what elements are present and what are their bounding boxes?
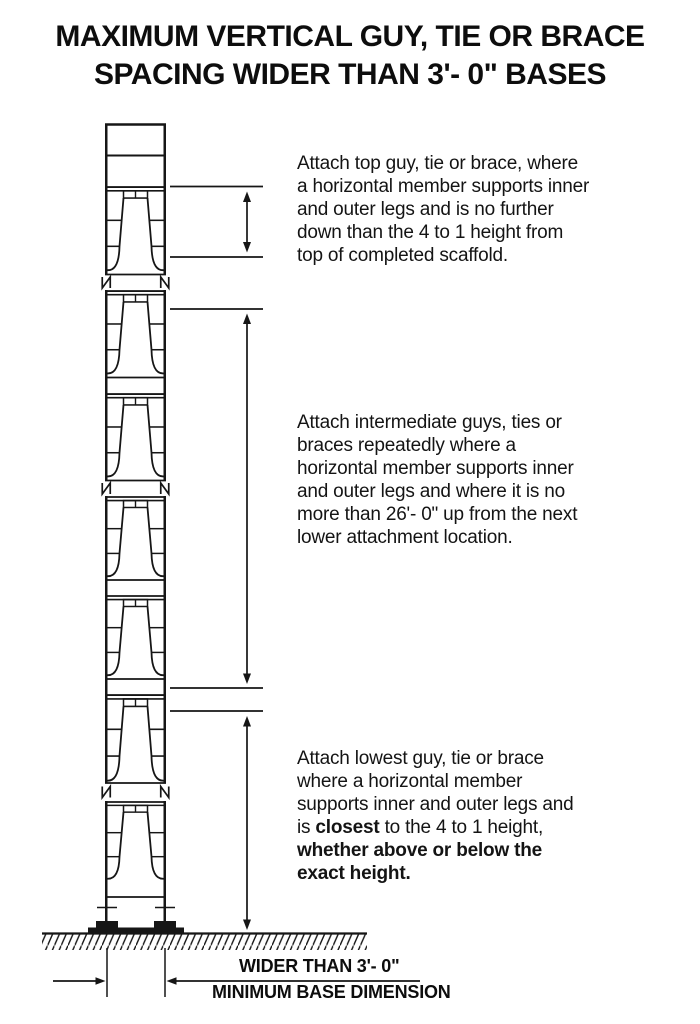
frame-module [105, 694, 166, 782]
page-title-line-1: MAXIMUM VERTICAL GUY, TIE OR BRACE [55, 20, 645, 53]
frame-module [105, 186, 166, 272]
frame-module [105, 595, 166, 677]
coupling-break-marks [101, 274, 170, 801]
base-dimension-label: WIDER THAN 3'- 0" [239, 956, 400, 976]
spacing-arrow-intermediate [243, 313, 251, 684]
ground [42, 932, 367, 950]
base-dimension-witness-lines [106, 948, 166, 997]
mudsill [88, 927, 184, 934]
page-title-line-2: SPACING WIDER THAN 3'- 0" BASES [93, 58, 607, 91]
frame-module [105, 801, 166, 880]
spacing-arrow-top [243, 191, 251, 253]
spacing-arrow-lowest [243, 716, 251, 930]
ground-hatching [42, 934, 367, 950]
minimum-base-dimension-label: MINIMUM BASE DIMENSION [212, 982, 451, 1002]
tower-leg-rails [105, 123, 166, 922]
attachment-extension-lines [170, 185, 263, 712]
frame-module [105, 393, 166, 478]
frame-bottom-bars [105, 273, 166, 898]
base-plates [96, 921, 176, 928]
frame-module [105, 290, 166, 375]
tower-top-panels [105, 123, 166, 157]
base-dimension-arrows [53, 977, 420, 985]
scaffold-tower [88, 123, 184, 934]
frame-module [105, 496, 166, 578]
